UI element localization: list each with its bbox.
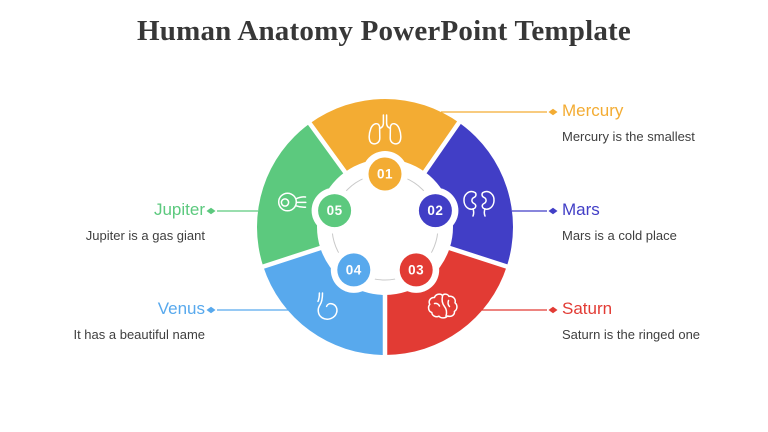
connector-mercury-diamond	[548, 108, 558, 116]
badge-05-number: 05	[327, 203, 343, 218]
number-badges: 01 02 03 04 05	[318, 157, 452, 287]
badge-05	[318, 194, 352, 228]
planet-title-mercury: Mercury	[562, 101, 624, 120]
planet-title-mars: Mars	[562, 200, 600, 219]
planet-description-mercury: Mercury is the smallest	[562, 129, 695, 144]
kidneys-icon	[463, 190, 495, 217]
connector-saturn-diamond	[548, 306, 558, 314]
eye-icon	[277, 192, 307, 212]
stomach-icon	[317, 292, 338, 320]
label-mercury: Mercury Mercury is the smallest	[562, 101, 768, 144]
lungs-icon	[368, 114, 402, 145]
segment-mercury	[309, 99, 461, 172]
connectors	[206, 108, 558, 314]
segment-divider	[257, 243, 328, 271]
badge-04-number: 04	[346, 262, 362, 277]
badge-04	[337, 253, 371, 287]
connector-jupiter-diamond	[206, 207, 216, 215]
label-venus: Venus It has a beautiful name	[0, 299, 205, 342]
badge-03-number: 03	[408, 262, 424, 277]
segment-mars	[424, 123, 514, 267]
badge-02	[418, 194, 452, 228]
brain-icon	[427, 293, 458, 319]
planet-description-saturn: Saturn is the ringed one	[562, 327, 701, 342]
segment-divider	[442, 243, 513, 271]
segment-saturn	[385, 248, 507, 355]
segment-divider	[304, 118, 351, 179]
planet-title-saturn: Saturn	[562, 299, 613, 318]
slide-title: Human Anatomy PowerPoint Template	[137, 15, 631, 47]
planet-description-mars: Mars is a cold place	[562, 228, 677, 243]
segment-venus	[263, 248, 385, 355]
badge-03	[399, 253, 433, 287]
segment-jupiter	[256, 123, 346, 267]
wheel-segments	[256, 99, 514, 355]
segment-dividers	[257, 118, 513, 360]
badge-01-number: 01	[377, 167, 393, 182]
planet-description-jupiter: Jupiter is a gas giant	[85, 228, 205, 243]
badge-02-number: 02	[427, 203, 443, 218]
badge-01	[368, 157, 402, 191]
segment-divider	[419, 118, 464, 179]
label-mars: Mars Mars is a cold place	[562, 200, 768, 243]
label-saturn: Saturn Saturn is the ringed one	[562, 299, 768, 342]
label-jupiter: Jupiter Jupiter is a gas giant	[0, 200, 205, 243]
connector-venus-diamond	[206, 306, 216, 314]
connector-mars-diamond	[548, 207, 558, 215]
planet-title-venus: Venus	[157, 299, 205, 318]
planet-description-venus: It has a beautiful name	[73, 327, 205, 342]
organ-icons	[277, 114, 495, 320]
planet-title-jupiter: Jupiter	[153, 200, 205, 219]
